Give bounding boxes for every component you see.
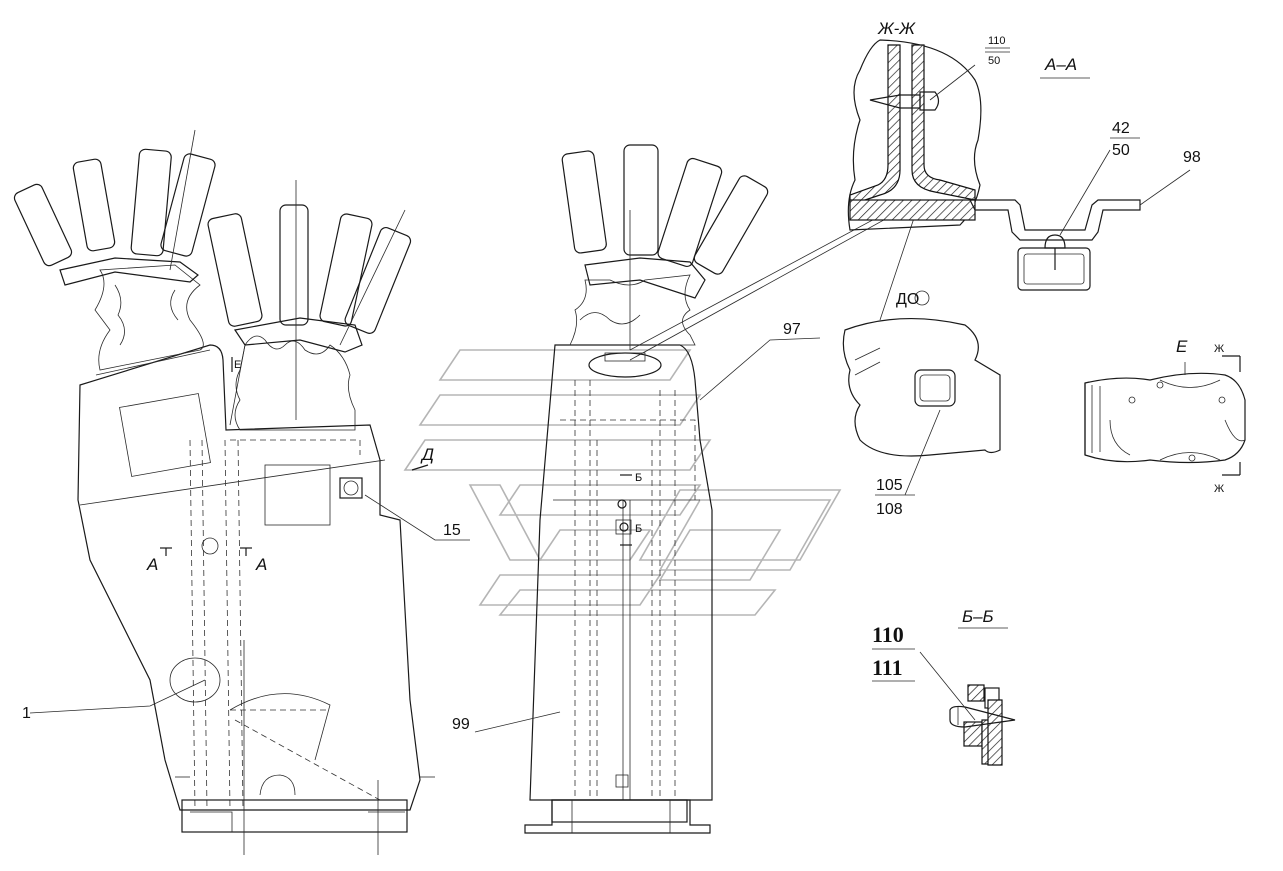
right-handle-1 [207, 213, 263, 327]
weld-bb-denominator: 111 [872, 655, 903, 680]
weld-zh-denominator: 50 [988, 55, 1000, 67]
left-view-assembly [13, 129, 470, 855]
right-handle-4 [344, 227, 412, 334]
section-b-top-mark: Б [635, 472, 642, 484]
weld-aa-numerator: 42 [1112, 120, 1130, 137]
part-1-label: 1 [22, 705, 31, 722]
weld-bb-numerator: 110 [872, 622, 904, 647]
section-a-title: А–А [1044, 55, 1077, 74]
section-zh-title: Ж-Ж [877, 19, 916, 38]
right-handle-2 [279, 204, 309, 326]
center-view-assembly [474, 144, 921, 834]
section-a-a [969, 137, 1191, 291]
part-108-label: 108 [876, 501, 903, 518]
center-handle-1 [561, 150, 607, 254]
part-99-label: 99 [452, 716, 470, 733]
section-zh-bottom-mark: Ж [1214, 483, 1224, 495]
center-handle-4 [693, 175, 769, 275]
section-e-side-view [1084, 355, 1246, 476]
section-b-title: Б–Б [962, 607, 994, 626]
view-d-mark: Д [420, 445, 434, 464]
left-handle-2 [72, 158, 116, 252]
left-handle-3 [130, 148, 172, 257]
section-a-left-mark: A [146, 555, 158, 574]
part-97-label: 97 [783, 321, 801, 338]
part-105-label: 105 [876, 477, 903, 494]
center-handle-2 [623, 144, 659, 256]
right-handle-3 [319, 213, 373, 327]
section-zh-top-mark: Ж [1214, 343, 1224, 355]
section-b-b [919, 651, 1016, 766]
section-a-right-mark: A [255, 555, 267, 574]
weld-aa-denominator: 50 [1112, 142, 1130, 159]
center-handle-3 [657, 157, 723, 268]
view-d-callout-label: ДО [896, 291, 919, 308]
left-handle-4 [160, 153, 216, 257]
part-98-label: 98 [1183, 149, 1201, 166]
part-15-label: 15 [443, 522, 461, 539]
section-e-mark: E [234, 359, 241, 371]
section-b-bottom-mark: Б [635, 523, 642, 535]
weld-zh-numerator: 110 [988, 35, 1006, 47]
section-zh-zh [847, 39, 1010, 231]
watermark-logo [403, 349, 842, 616]
view-d-detail [842, 290, 1001, 496]
section-e-side-mark: Е [1176, 337, 1188, 356]
left-handle-1 [13, 183, 73, 267]
